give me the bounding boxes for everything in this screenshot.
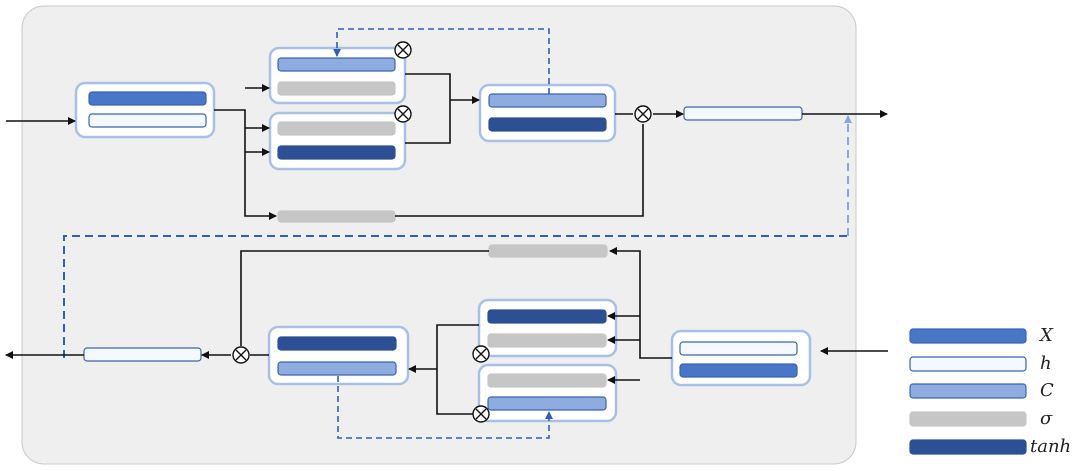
bar-sigma-output-forward (277, 210, 396, 223)
bar-sigma-output-backward (488, 244, 608, 258)
multiply-icon (472, 345, 490, 363)
legend-swatch-x (909, 328, 1027, 344)
legend-swatch-sigma (909, 411, 1027, 427)
bar-c-prev-backward (487, 396, 607, 411)
legend-label-tanh: tanh (1030, 436, 1072, 457)
legend-label-sigma: σ (1040, 408, 1053, 429)
bar-sigma-input-forward (277, 121, 396, 136)
bar-x-forward (88, 91, 207, 106)
multiply-icon (394, 41, 412, 59)
bar-sigma-input-backward (487, 333, 607, 348)
multiply-icon (472, 405, 490, 423)
bar-h-backward (679, 341, 798, 356)
bar-c-new-backward (277, 361, 397, 376)
bar-h-output-forward (683, 106, 803, 121)
legend (909, 328, 1027, 455)
connections-backward (5, 247, 888, 415)
multiply-icon (232, 346, 250, 364)
dashed-cell-feedback-forward (333, 28, 550, 94)
legend-swatch-h (909, 356, 1027, 372)
legend-swatch-tanh (909, 439, 1027, 455)
connections-forward (6, 73, 888, 220)
bar-x-backward (679, 363, 798, 378)
bar-tanh-cell-forward (488, 117, 607, 132)
bar-sigma-forget-backward (487, 373, 607, 388)
dashed-layer-link (63, 235, 848, 358)
dashed-cell-feedback-backward (337, 376, 553, 439)
bar-h-forward (88, 113, 207, 128)
bar-c-prev-forward (277, 57, 396, 72)
bar-tanh-input-forward (277, 145, 396, 160)
multiply-icon (394, 105, 412, 123)
multiply-icon (634, 105, 652, 123)
bar-tanh-input-backward (487, 309, 607, 324)
legend-label-x: X (1040, 325, 1053, 346)
legend-label-h: h (1040, 353, 1052, 374)
bar-c-new-forward (488, 93, 607, 108)
legend-swatch-c (909, 383, 1027, 399)
bar-tanh-cell-backward (277, 336, 397, 351)
input-group-forward (74, 81, 216, 139)
bar-sigma-forget-forward (277, 81, 396, 96)
bar-h-output-backward (83, 347, 202, 362)
legend-label-c: C (1040, 380, 1054, 401)
